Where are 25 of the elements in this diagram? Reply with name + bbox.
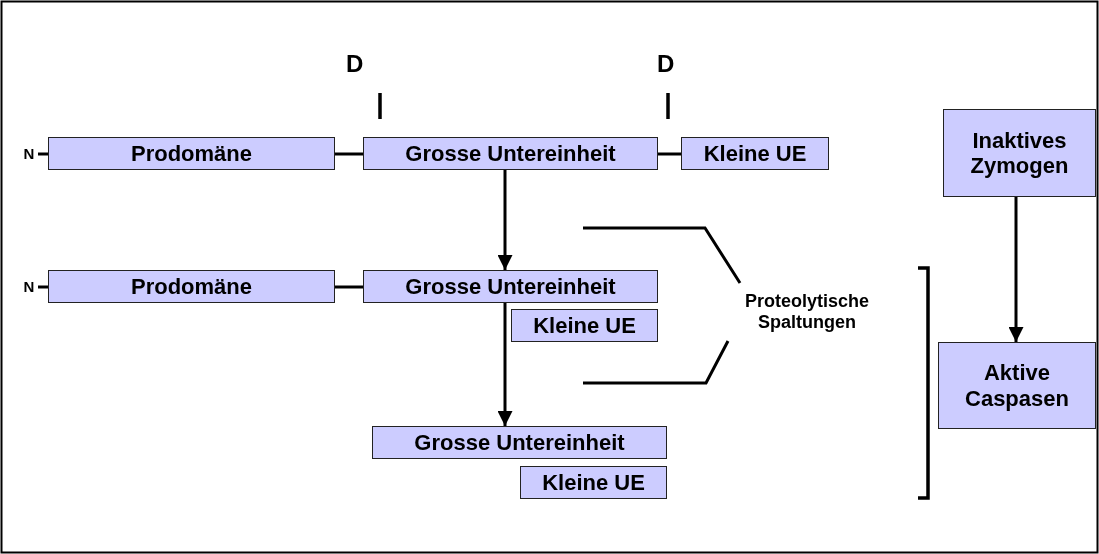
connector-line xyxy=(38,285,48,289)
cleavage-site-label: D xyxy=(657,50,675,78)
text-label: N xyxy=(20,271,38,303)
arrow xyxy=(497,170,513,270)
domain-box: Aktive Caspasen xyxy=(938,342,1096,429)
connector-line xyxy=(38,152,48,156)
domain-box: Kleine UE xyxy=(681,137,829,170)
leader-line xyxy=(583,226,742,284)
connector-line xyxy=(335,285,363,289)
domain-box: Kleine UE xyxy=(511,309,658,342)
arrow xyxy=(497,303,513,426)
leader-line xyxy=(583,340,730,385)
text-label: Proteolytische Spaltungen xyxy=(712,283,902,341)
text-label: N xyxy=(20,138,38,170)
cleavage-site-label: D xyxy=(346,50,364,78)
domain-box: Inaktives Zymogen xyxy=(943,109,1096,197)
connector-line xyxy=(335,152,363,156)
domain-box: Grosse Untereinheit xyxy=(363,137,658,170)
domain-box: Grosse Untereinheit xyxy=(363,270,658,303)
domain-box: Prodomäne xyxy=(48,270,335,303)
domain-box: Grosse Untereinheit xyxy=(372,426,667,459)
domain-box: Kleine UE xyxy=(520,466,667,499)
arrow xyxy=(1008,197,1024,342)
connector-line xyxy=(658,152,681,156)
domain-box: Prodomäne xyxy=(48,137,335,170)
